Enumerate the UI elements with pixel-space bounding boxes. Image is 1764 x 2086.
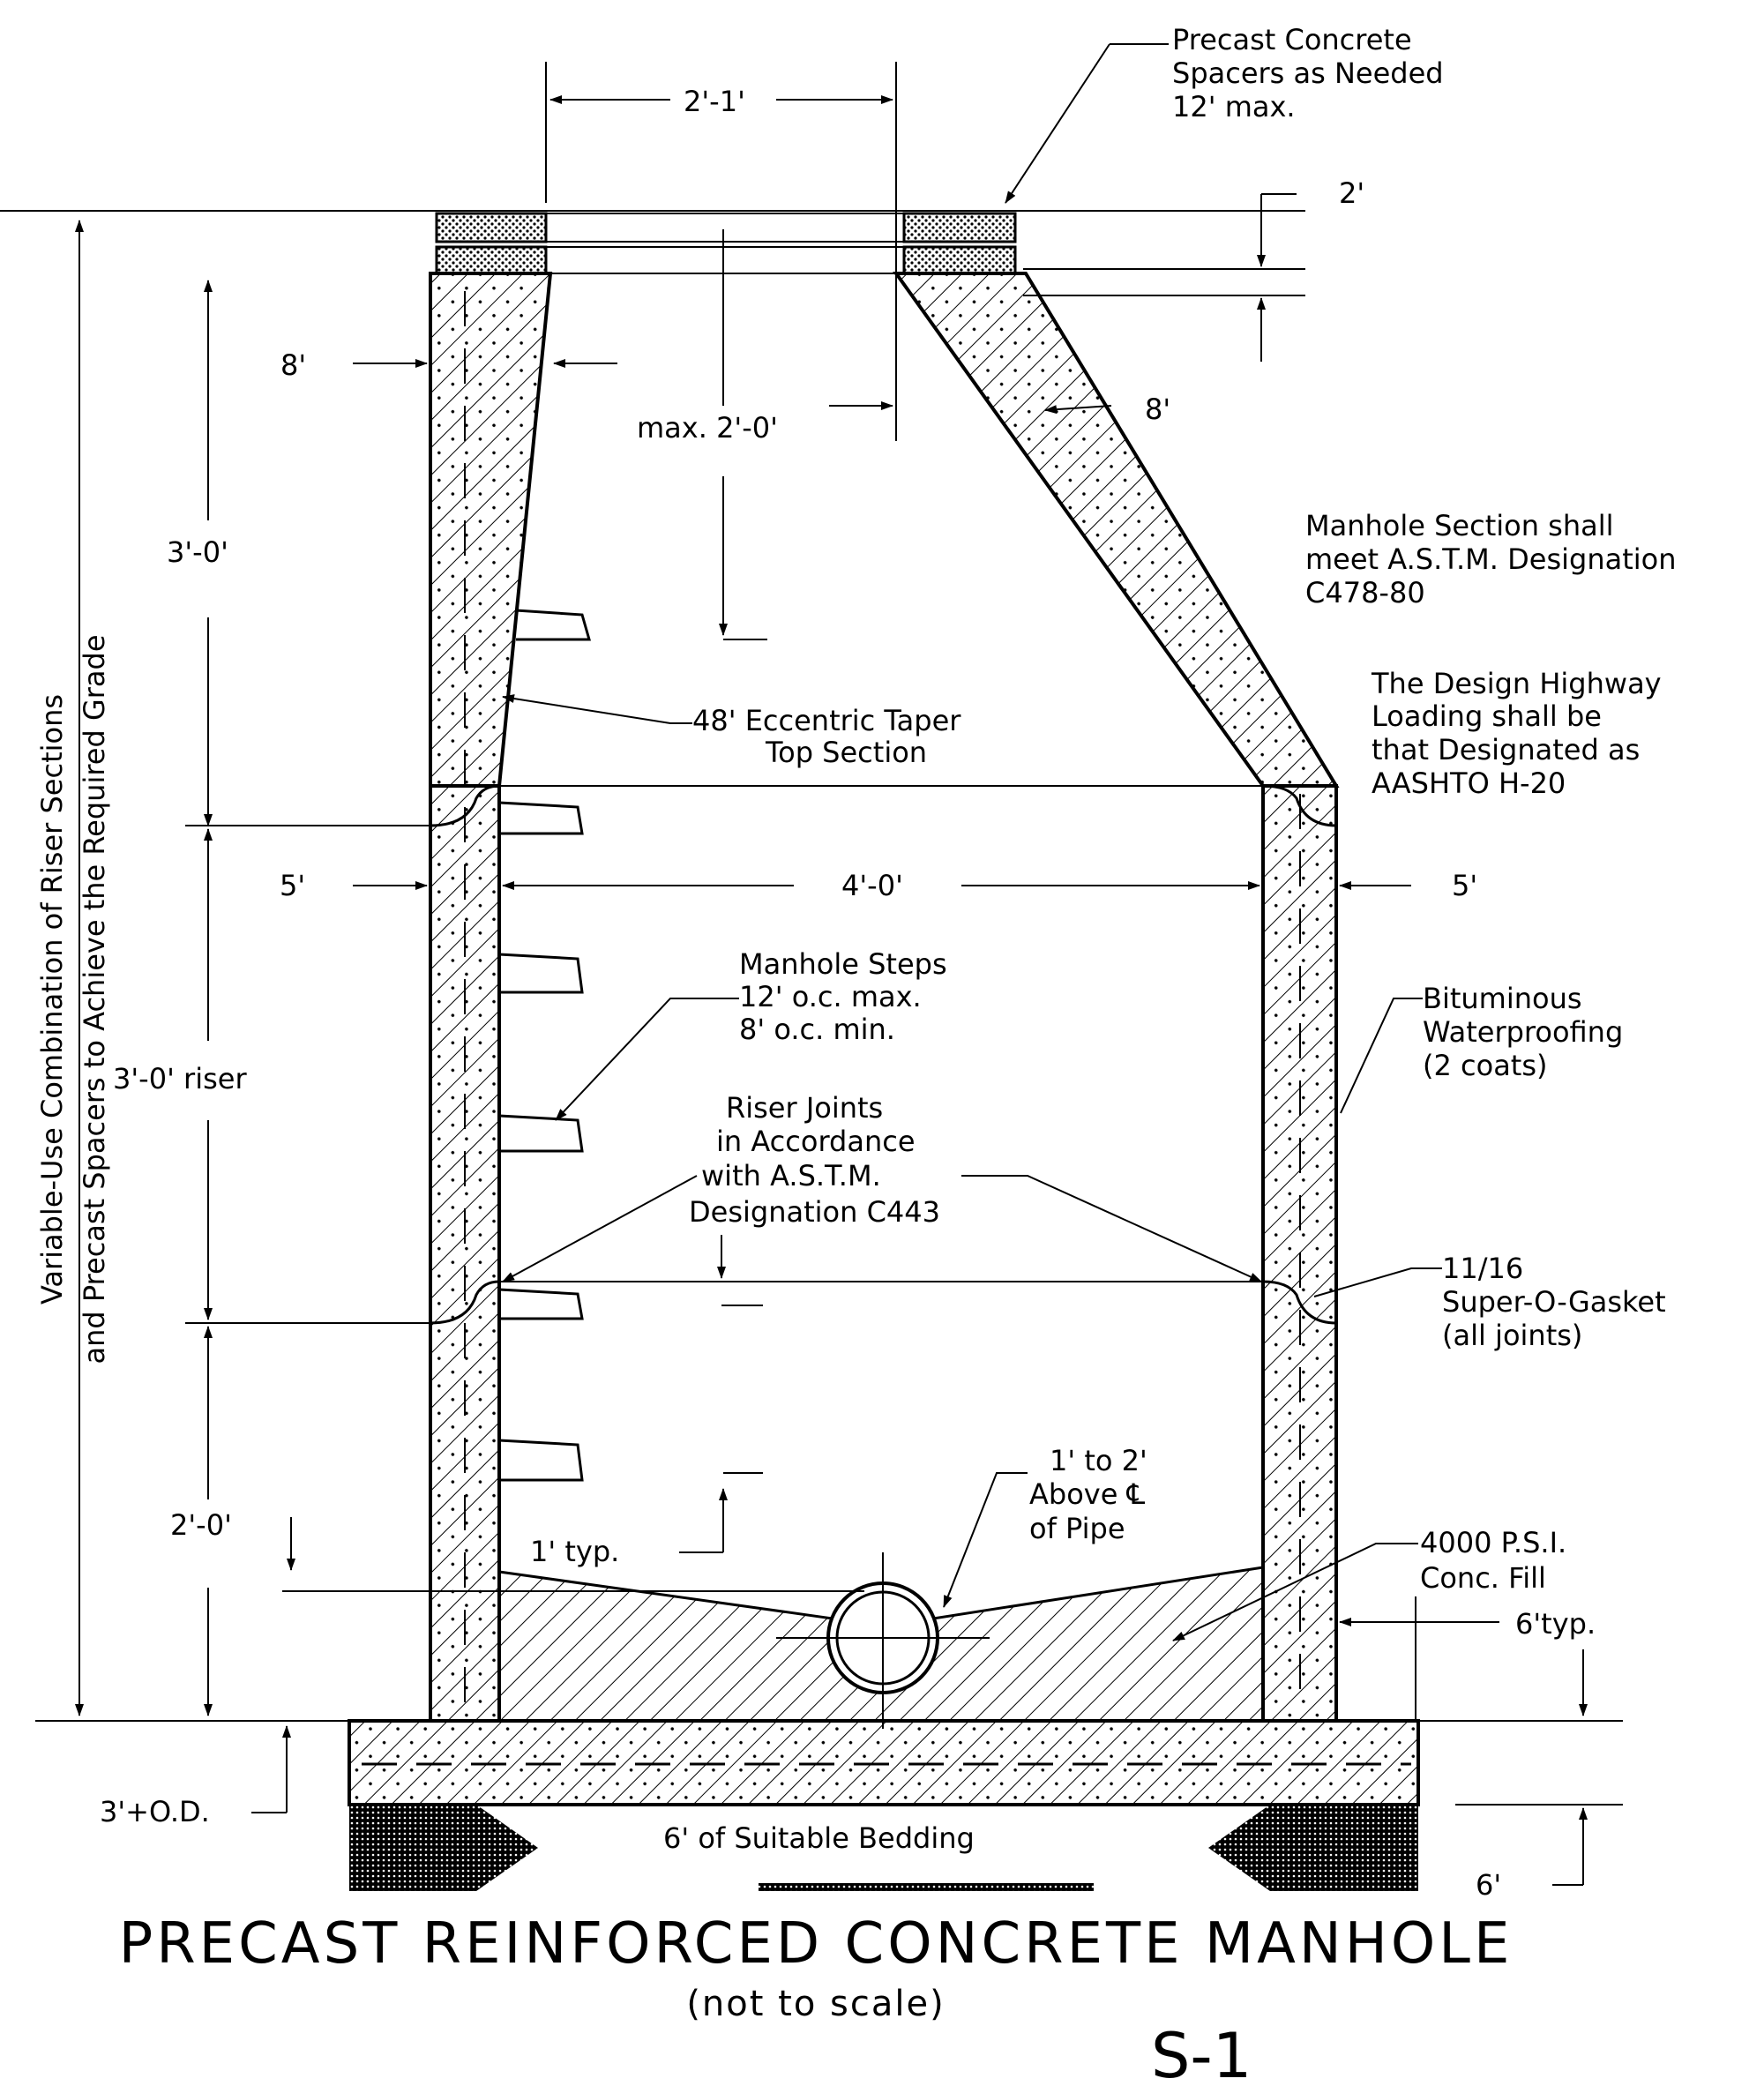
dimension-lines — [75, 43, 1623, 1886]
note-line: Super-O-Gasket — [1442, 1285, 1666, 1319]
riser-walls — [429, 291, 1338, 1723]
note-line: 48' Eccentric Taper — [692, 704, 961, 737]
note-line: Conc. Fill — [1420, 1561, 1546, 1595]
dim-max-offset: max. 2'-0' — [637, 411, 778, 445]
note-line: with A.S.T.M. — [701, 1159, 881, 1193]
dim-top-section: 3'-0' — [167, 535, 228, 569]
note-line: Designation C443 — [689, 1195, 940, 1229]
pipe — [776, 1552, 990, 1729]
dim-bedding-depth: 6' — [1476, 1868, 1501, 1902]
note-line: 8' o.c. min. — [739, 1013, 895, 1046]
dim-typ-6: 6'typ. — [1515, 1607, 1596, 1641]
dim-bottom-section: 2'-0' — [170, 1508, 232, 1542]
dim-cone-wall-right: 8' — [1145, 393, 1170, 426]
note-line: (all joints) — [1442, 1319, 1582, 1352]
note-spacers: Precast Concrete Spacers as Needed 12' m… — [1172, 23, 1444, 123]
note-line: Loading shall be — [1372, 699, 1602, 733]
note-taper: 48' Eccentric Taper Top Section — [692, 704, 961, 769]
dim-riser: 3'-0' riser — [113, 1062, 247, 1095]
note-line: The Design Highway — [1371, 667, 1662, 700]
note-gasket: 11/16 Super-O-Gasket (all joints) — [1442, 1252, 1666, 1352]
note-line: Manhole Section shall — [1305, 509, 1614, 542]
note-waterproofing: Bituminous Waterproofing (2 coats) — [1423, 982, 1623, 1082]
note-line: Manhole Steps — [739, 947, 947, 981]
note-line: 1' to 2' — [1050, 1444, 1147, 1477]
note-pipe: 1' to 2' Above ℄ of Pipe — [1029, 1444, 1147, 1545]
dim-wall-left: 5' — [280, 869, 305, 902]
bedding — [349, 1805, 1418, 1891]
dim-typ-1: 1' typ. — [530, 1535, 619, 1568]
note-riser-joints: Riser Joints in Accordance with A.S.T.M.… — [689, 1091, 940, 1229]
note-line: C478-80 — [1305, 576, 1425, 609]
note-line: Above ℄ — [1029, 1477, 1146, 1511]
note-line: AASHTO H-20 — [1372, 766, 1566, 800]
note-variable-use: and Precast Spacers to Achieve the Requi… — [78, 634, 111, 1364]
note-line: 12' max. — [1172, 90, 1296, 123]
dim-opening: 2'-1' — [684, 85, 745, 118]
dim-wall-right: 5' — [1452, 869, 1477, 902]
note-line: meet A.S.T.M. Designation — [1305, 542, 1677, 576]
sheet-number: S-1 — [1151, 2020, 1252, 2086]
note-line: 11/16 — [1442, 1252, 1523, 1285]
note-line: Precast Concrete — [1172, 23, 1412, 56]
note-line: Riser Joints — [726, 1091, 883, 1125]
note-line: Spacers as Needed — [1172, 56, 1444, 90]
note-line: in Accordance — [716, 1125, 916, 1158]
note-line: of Pipe — [1029, 1512, 1125, 1545]
note-line: 12' o.c. max. — [739, 980, 922, 1013]
note-line: Top Section — [765, 736, 927, 769]
drawing-title: PRECAST REINFORCED CONCRETE MANHOLE — [119, 1911, 1514, 1977]
note-loading: The Design Highway Loading shall be that… — [1371, 667, 1662, 800]
dim-inside-diameter: 4'-0' — [841, 869, 903, 902]
note-astm-section: Manhole Section shall meet A.S.T.M. Desi… — [1305, 509, 1677, 609]
note-line: 4000 P.S.I. — [1420, 1526, 1566, 1559]
note-steps: Manhole Steps 12' o.c. max. 8' o.c. min. — [739, 947, 947, 1046]
precast-spacers — [435, 212, 1017, 275]
eccentric-taper-top-section — [429, 272, 1340, 788]
note-bedding: 6' of Suitable Bedding — [663, 1821, 975, 1855]
note-line: (2 coats) — [1423, 1049, 1548, 1082]
dim-spacer-height: 2' — [1339, 176, 1364, 210]
note-variable-use: Variable-Use Combination of Riser Sectio… — [35, 694, 69, 1305]
note-fill: 4000 P.S.I. Conc. Fill — [1420, 1526, 1566, 1595]
note-line: that Designated as — [1372, 733, 1640, 766]
note-line: Waterproofing — [1423, 1015, 1623, 1049]
drawing-subtitle: (not to scale) — [686, 1984, 945, 2024]
note-line: Bituminous — [1423, 982, 1582, 1015]
dim-cone-wall-left: 8' — [280, 348, 306, 382]
manhole-steps — [498, 609, 591, 1482]
dim-base: 3'+O.D. — [100, 1795, 210, 1828]
